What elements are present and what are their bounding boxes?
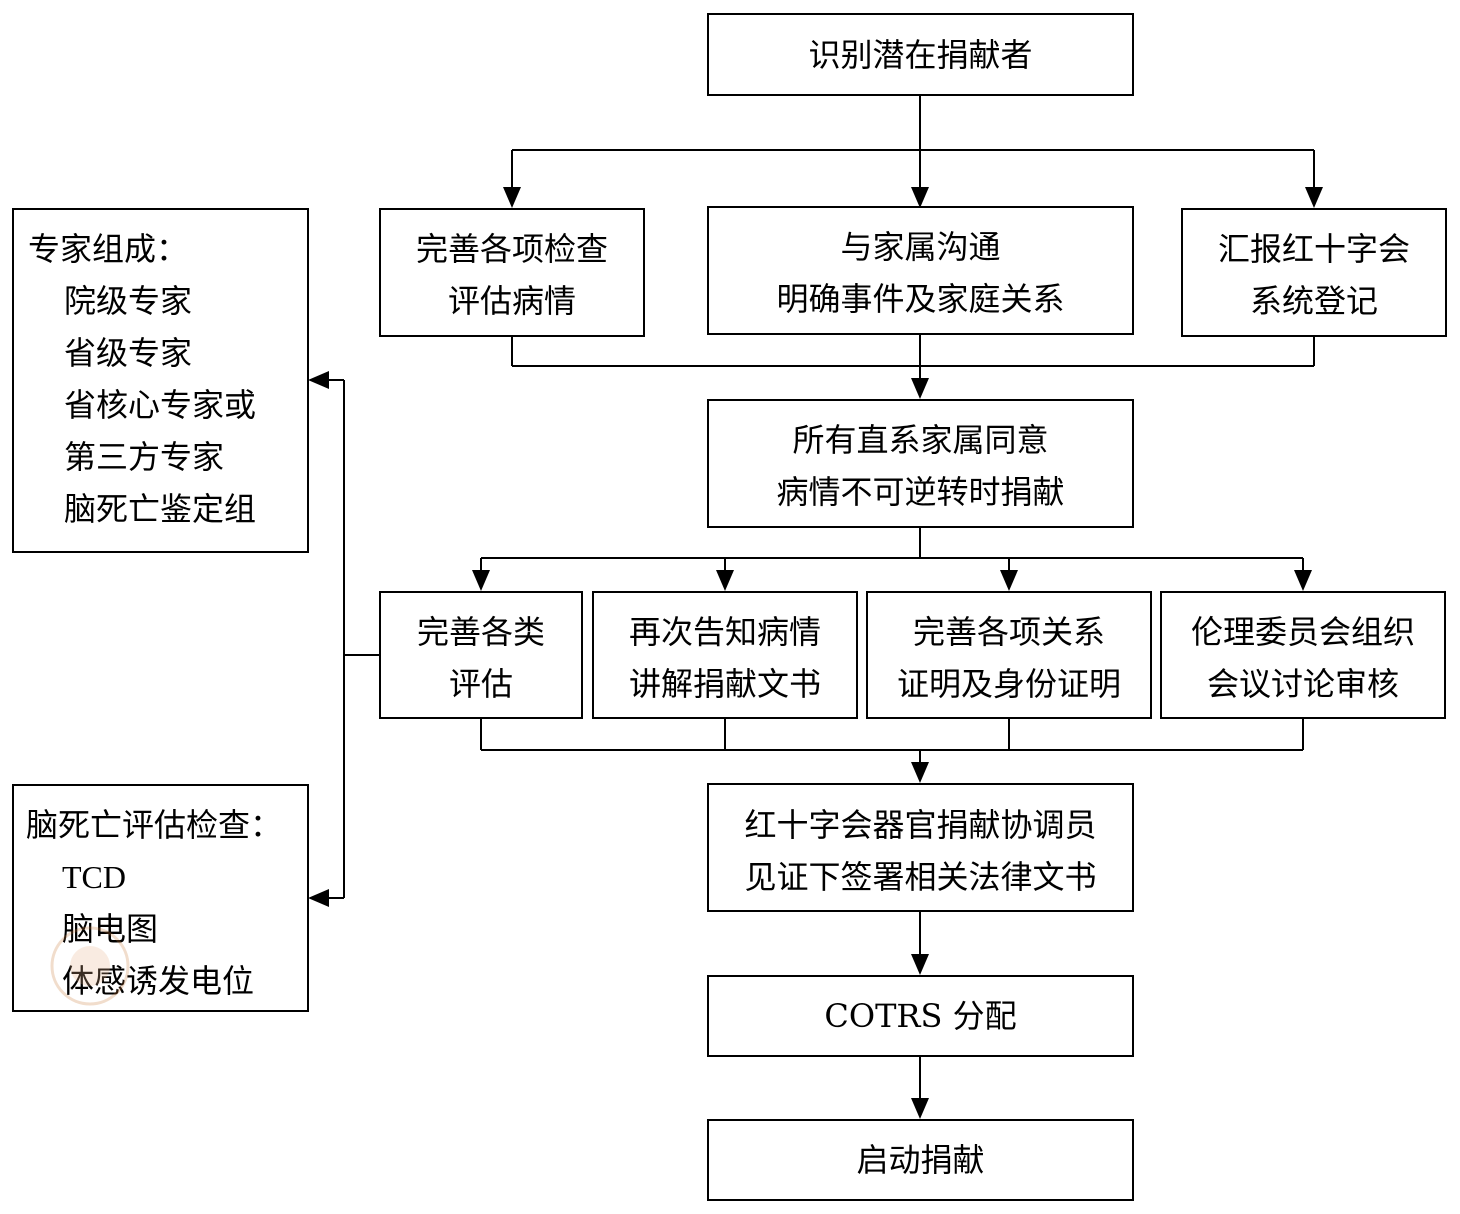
side-experts-title: 专家组成： [28,231,188,267]
node-inform: 再次告知病情 讲解捐献文书 [592,591,858,719]
side-exams-title: 脑死亡评估检查： [26,807,282,843]
node-start: 启动捐献 [707,1119,1134,1201]
node-family-line2: 明确事件及家庭关系 [776,280,1064,318]
arrowhead-sign [911,762,929,783]
node-allocate-label: COTRS 分配 [824,997,1016,1035]
node-sign: 红十字会器官捐献协调员 见证下签署相关法律文书 [707,783,1134,912]
arrowhead-start [911,1098,929,1119]
node-consent-line2: 病情不可逆转时捐献 [776,473,1064,511]
node-report: 汇报红十字会 系统登记 [1181,208,1447,337]
arrowheads [308,187,1323,1119]
arrowhead-consent [911,378,929,399]
node-ethics-line1: 伦理委员会组织 [1191,613,1415,651]
side-experts-item: 省级专家 [64,335,192,371]
side-experts: 专家组成： 院级专家 省级专家 省核心专家或 第三方专家 脑死亡鉴定组 [12,208,309,553]
node-identify-label: 识别潜在捐献者 [808,36,1032,74]
node-relation-line2: 证明及身份证明 [897,665,1121,703]
arrowhead-experts [308,371,329,389]
connectors [328,95,1315,1102]
arrowhead-relation [1000,570,1018,591]
side-experts-item: 院级专家 [64,283,192,319]
node-allocate: COTRS 分配 [707,975,1134,1057]
side-experts-item: 脑死亡鉴定组 [64,491,256,527]
side-experts-item: 省核心专家或 [64,387,256,423]
node-report-line1: 汇报红十字会 [1218,230,1410,268]
node-family-line1: 与家属沟通 [840,228,1000,266]
node-exam: 完善各项检查 评估病情 [379,208,645,337]
side-exams-item: 体感诱发电位 [62,963,254,999]
node-ethics-line2: 会议讨论审核 [1207,665,1399,703]
side-experts-item: 第三方专家 [64,439,224,475]
node-exam-line1: 完善各项检查 [416,230,608,268]
node-report-line2: 系统登记 [1250,282,1378,320]
node-ethics: 伦理委员会组织 会议讨论审核 [1160,591,1446,719]
node-assess-line1: 完善各类 [417,613,545,651]
node-family: 与家属沟通 明确事件及家庭关系 [707,206,1134,335]
arrowhead-family [911,187,929,208]
node-exam-line2: 评估病情 [448,282,576,320]
watermark-seal [50,926,130,1006]
arrowhead-inform [716,570,734,591]
arrowhead-assess [472,570,490,591]
node-relation-line1: 完善各项关系 [913,613,1105,651]
node-inform-line1: 再次告知病情 [629,613,821,651]
node-consent: 所有直系家属同意 病情不可逆转时捐献 [707,399,1134,528]
arrowhead-exam [503,187,521,208]
side-exams: 脑死亡评估检查： TCD 脑电图 体感诱发电位 [12,784,309,1012]
arrowhead-report [1305,187,1323,208]
node-inform-line2: 讲解捐献文书 [629,665,821,703]
side-exams-item: TCD [62,859,126,895]
arrowhead-ethics [1294,570,1312,591]
arrowhead-allocate [911,954,929,975]
node-consent-line1: 所有直系家属同意 [792,421,1048,459]
side-exams-item: 脑电图 [62,911,158,947]
node-sign-line2: 见证下签署相关法律文书 [744,858,1096,896]
node-relation: 完善各项关系 证明及身份证明 [866,591,1152,719]
node-sign-line1: 红十字会器官捐献协调员 [744,806,1096,844]
node-assess-line2: 评估 [449,665,513,703]
node-start-label: 启动捐献 [856,1141,984,1179]
node-assess: 完善各类 评估 [379,591,583,719]
arrowhead-exams [308,889,329,907]
node-identify: 识别潜在捐献者 [707,13,1134,96]
